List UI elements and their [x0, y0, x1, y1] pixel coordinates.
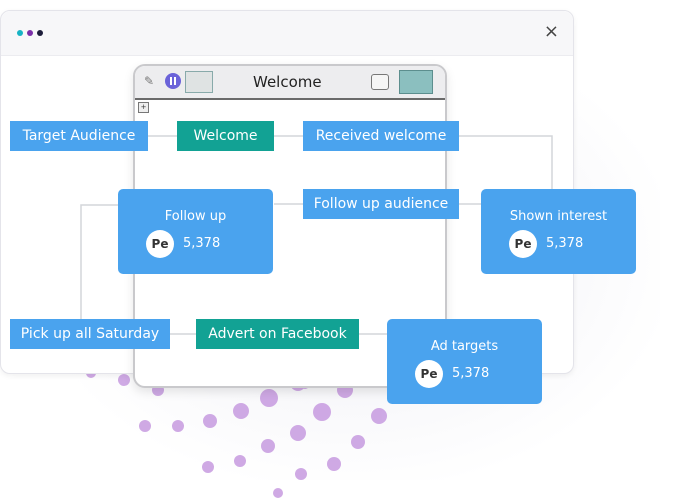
welcome-window-title: Welcome: [253, 73, 322, 91]
window-dot-dark: [37, 30, 43, 36]
pencil-icon[interactable]: ✎: [144, 74, 155, 88]
tab-icon[interactable]: [399, 70, 433, 94]
close-icon[interactable]: ×: [543, 21, 559, 42]
window-dot-purple: [27, 30, 33, 36]
card-ad-targets[interactable]: Ad targets Pe 5,378: [387, 319, 542, 404]
window-titlebar: ×: [1, 11, 573, 56]
node-welcome[interactable]: Welcome: [177, 121, 274, 151]
avatar: Pe: [146, 230, 174, 258]
avatar: Pe: [415, 360, 443, 388]
card-follow-up[interactable]: Follow up Pe 5,378: [118, 189, 273, 274]
avatar: Pe: [509, 230, 537, 258]
card-title: Ad targets: [430, 339, 499, 354]
pause-icon[interactable]: [165, 73, 181, 89]
node-advert-facebook[interactable]: Advert on Facebook: [196, 319, 359, 349]
node-follow-up-audience[interactable]: Follow up audience: [303, 189, 459, 219]
card-title: Shown interest: [509, 209, 608, 224]
card-shown-interest[interactable]: Shown interest Pe 5,378: [481, 189, 636, 274]
node-pick-up-saturday[interactable]: Pick up all Saturday: [10, 319, 170, 349]
card-count: 5,378: [183, 236, 221, 251]
welcome-window-titlebar: ✎ Welcome: [135, 66, 445, 100]
zoom-icon[interactable]: +: [138, 102, 149, 113]
card-count: 5,378: [452, 366, 490, 381]
screen-icon[interactable]: [185, 71, 213, 93]
window-dot-teal: [17, 30, 23, 36]
node-target-audience[interactable]: Target Audience: [10, 121, 148, 151]
card-count: 5,378: [546, 236, 584, 251]
node-received-welcome[interactable]: Received welcome: [303, 121, 459, 151]
card-title: Follow up: [164, 209, 227, 224]
restore-icon[interactable]: [371, 74, 389, 90]
